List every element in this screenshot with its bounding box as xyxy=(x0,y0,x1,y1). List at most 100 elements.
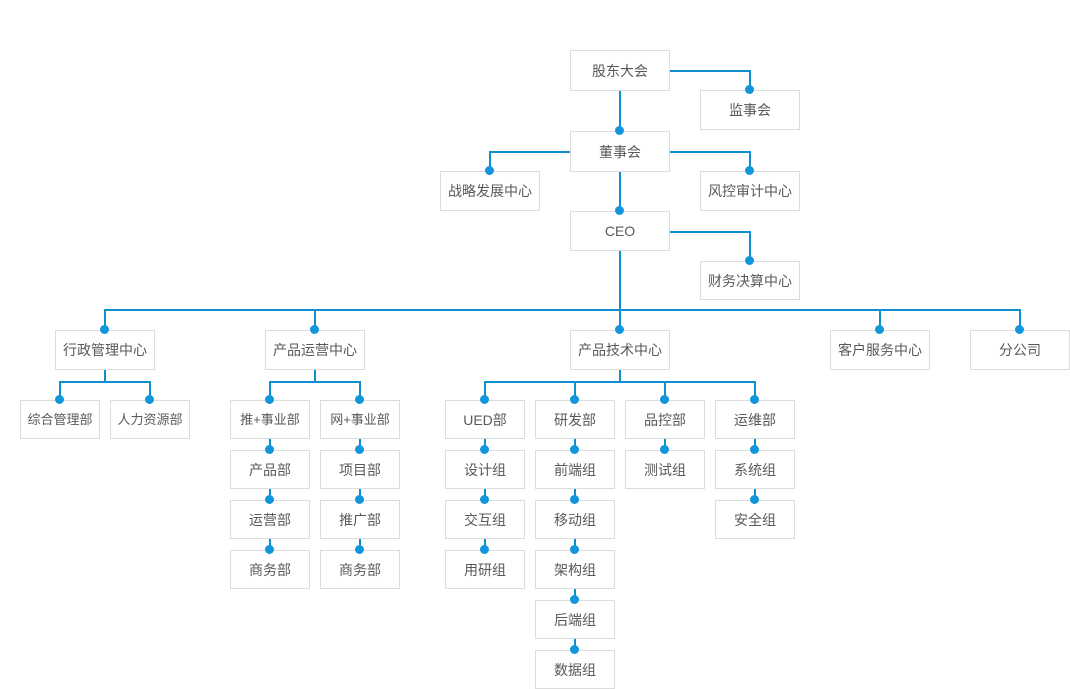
node-marker-rd-dept xyxy=(570,395,579,404)
node-marker-backend-group xyxy=(570,595,579,604)
org-node-product-tech-center[interactable]: 产品技术中心 xyxy=(570,330,670,370)
node-marker-operations-dept xyxy=(265,495,274,504)
connector-admin-hr-v xyxy=(149,381,151,404)
org-node-rd-dept[interactable]: 研发部 xyxy=(535,400,615,439)
connector-product-ops-down-v xyxy=(314,370,316,382)
connector-shareholders-supervisors-v xyxy=(749,70,751,94)
node-marker-interaction-group xyxy=(480,495,489,504)
org-node-mobile-group[interactable]: 移动组 xyxy=(535,500,615,539)
node-marker-user-research-group xyxy=(480,545,489,554)
org-node-general-admin-dept[interactable]: 综合管理部 xyxy=(20,400,100,439)
connector-board-risk-v xyxy=(749,151,751,175)
node-marker-business-dept-1 xyxy=(265,545,274,554)
node-marker-data-group xyxy=(570,645,579,654)
connector-tech-qa-v xyxy=(664,381,666,404)
node-marker-test-group xyxy=(660,445,669,454)
node-marker-branch-company xyxy=(1015,325,1024,334)
org-node-product-dept[interactable]: 产品部 xyxy=(230,450,310,489)
org-node-risk-audit-center[interactable]: 风控审计中心 xyxy=(700,171,800,211)
org-node-user-research-group[interactable]: 用研组 xyxy=(445,550,525,589)
connector-board-ceo-v xyxy=(619,172,621,215)
org-node-customer-service[interactable]: 客户服务中心 xyxy=(830,330,930,370)
org-node-finance-center[interactable]: 财务决算中心 xyxy=(700,261,800,300)
node-marker-security-group xyxy=(750,495,759,504)
node-marker-architecture-group xyxy=(570,545,579,554)
node-marker-customer-service xyxy=(875,325,884,334)
connector-level4-bus xyxy=(104,309,1021,311)
node-marker-design-group xyxy=(480,445,489,454)
org-node-ued-dept[interactable]: UED部 xyxy=(445,400,525,439)
node-marker-tui-business-unit xyxy=(265,395,274,404)
connector-product-ops-wang-v xyxy=(359,381,361,404)
org-node-product-ops-center[interactable]: 产品运营中心 xyxy=(265,330,365,370)
node-marker-admin-center xyxy=(100,325,109,334)
org-node-security-group[interactable]: 安全组 xyxy=(715,500,795,539)
org-node-admin-center[interactable]: 行政管理中心 xyxy=(55,330,155,370)
org-node-ops-maint-dept[interactable]: 运维部 xyxy=(715,400,795,439)
node-marker-strategy-center xyxy=(485,166,494,175)
connector-ceo-finance-v xyxy=(749,231,751,265)
connector-bus-product-tech-v xyxy=(619,309,621,334)
connector-admin-bus-h xyxy=(59,381,150,383)
org-node-interaction-group[interactable]: 交互组 xyxy=(445,500,525,539)
connector-tech-ued-v xyxy=(484,381,486,404)
node-marker-wang-business-unit xyxy=(355,395,364,404)
connector-shareholders-board-v xyxy=(619,91,621,135)
org-node-promotion-dept[interactable]: 推广部 xyxy=(320,500,400,539)
org-node-operations-dept[interactable]: 运营部 xyxy=(230,500,310,539)
connector-admin-down-v xyxy=(104,370,106,382)
org-node-strategy-center[interactable]: 战略发展中心 xyxy=(440,171,540,211)
org-node-tui-business-unit[interactable]: 推+事业部 xyxy=(230,400,310,439)
org-node-backend-group[interactable]: 后端组 xyxy=(535,600,615,639)
org-node-wang-business-unit[interactable]: 网+事业部 xyxy=(320,400,400,439)
org-node-frontend-group[interactable]: 前端组 xyxy=(535,450,615,489)
node-marker-finance-center xyxy=(745,256,754,265)
org-node-business-dept-2[interactable]: 商务部 xyxy=(320,550,400,589)
org-node-supervisors[interactable]: 监事会 xyxy=(700,90,800,130)
org-node-shareholders[interactable]: 股东大会 xyxy=(570,50,670,91)
connector-tech-rd-v xyxy=(574,381,576,404)
node-marker-product-dept xyxy=(265,445,274,454)
connector-tech-ops-v xyxy=(754,381,756,404)
connector-admin-general-v xyxy=(59,381,61,404)
org-node-project-dept[interactable]: 项目部 xyxy=(320,450,400,489)
connector-bus-customer-service-v xyxy=(879,309,881,334)
connector-ceo-bus-v xyxy=(619,251,621,311)
org-node-ceo[interactable]: CEO xyxy=(570,211,670,251)
node-marker-board xyxy=(615,126,624,135)
node-marker-hr-dept xyxy=(145,395,154,404)
org-node-system-group[interactable]: 系统组 xyxy=(715,450,795,489)
org-node-business-dept-1[interactable]: 商务部 xyxy=(230,550,310,589)
connector-product-tech-down-v xyxy=(619,370,621,382)
org-node-hr-dept[interactable]: 人力资源部 xyxy=(110,400,190,439)
connector-product-ops-tui-v xyxy=(269,381,271,404)
node-marker-general-admin-dept xyxy=(55,395,64,404)
node-marker-ceo xyxy=(615,206,624,215)
connector-ceo-finance-h xyxy=(670,231,750,233)
node-marker-qa-dept xyxy=(660,395,669,404)
node-marker-ops-maint-dept xyxy=(750,395,759,404)
node-marker-product-tech-center xyxy=(615,325,624,334)
node-marker-mobile-group xyxy=(570,495,579,504)
connector-bus-product-ops-v xyxy=(314,309,316,334)
node-marker-promotion-dept xyxy=(355,495,364,504)
org-node-test-group[interactable]: 测试组 xyxy=(625,450,705,489)
node-marker-risk-audit-center xyxy=(745,166,754,175)
org-node-branch-company[interactable]: 分公司 xyxy=(970,330,1070,370)
connector-shareholders-supervisors-h xyxy=(670,70,750,72)
connector-product-tech-bus-h xyxy=(484,381,755,383)
org-node-data-group[interactable]: 数据组 xyxy=(535,650,615,689)
node-marker-business-dept-2 xyxy=(355,545,364,554)
connector-board-strategy-v xyxy=(489,151,491,175)
org-node-board[interactable]: 董事会 xyxy=(570,131,670,172)
org-node-architecture-group[interactable]: 架构组 xyxy=(535,550,615,589)
node-marker-ued-dept xyxy=(480,395,489,404)
org-node-design-group[interactable]: 设计组 xyxy=(445,450,525,489)
connector-product-ops-bus-h xyxy=(269,381,360,383)
org-node-qa-dept[interactable]: 品控部 xyxy=(625,400,705,439)
node-marker-supervisors xyxy=(745,85,754,94)
node-marker-frontend-group xyxy=(570,445,579,454)
node-marker-system-group xyxy=(750,445,759,454)
node-marker-project-dept xyxy=(355,445,364,454)
